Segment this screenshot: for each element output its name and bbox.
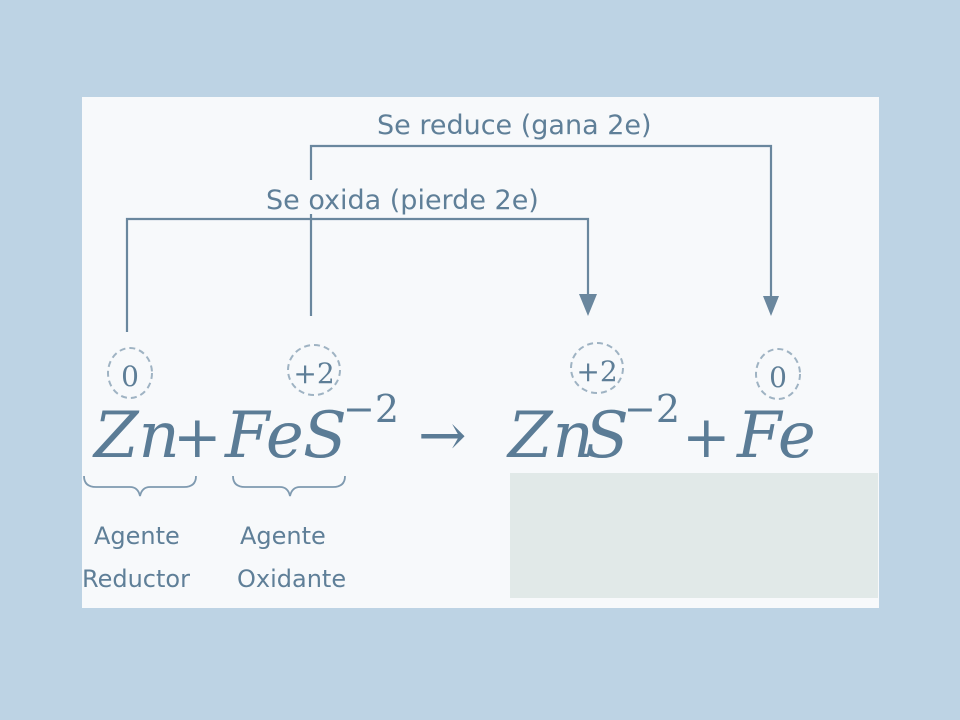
blank-patch — [510, 473, 878, 598]
oxidation-state-fe-left: +2 — [293, 357, 334, 390]
oxidize-connector — [125, 217, 590, 332]
equation-fe-right: Fe — [736, 399, 816, 473]
oxidante-label-line2: Oxidante — [237, 565, 346, 593]
equation-zns-charge: −2 — [624, 387, 680, 431]
equation-fes-charge: −2 — [343, 387, 399, 431]
oxidation-circle-zn-left — [107, 347, 153, 399]
equation-arrow: → — [418, 401, 467, 469]
oxidation-state-fe-right: 0 — [769, 361, 787, 394]
equation-plus-1: + — [173, 403, 222, 471]
oxidation-state-zn-left: 0 — [121, 360, 139, 393]
reductor-label-line1: Agente — [94, 522, 180, 550]
equation-plus-2: + — [682, 403, 731, 471]
equation-fes-fe: Fe — [224, 399, 304, 473]
reductor-label-line2: Reductor — [82, 565, 190, 593]
oxidante-label-line1: Agente — [240, 522, 326, 550]
oxidation-circle-fe-right — [755, 348, 801, 400]
oxidation-circle-zn-right — [570, 342, 624, 394]
equation-zn-left: Zn — [92, 399, 180, 473]
equation-zns-s: S — [585, 399, 629, 473]
equation-zns-zn: Zn — [506, 399, 594, 473]
oxidation-circle-fe-left — [287, 344, 341, 396]
reductor-brace — [83, 475, 197, 497]
reduce-connector — [309, 144, 773, 316]
oxidation-state-zn-right: +2 — [576, 355, 617, 388]
oxidize-arrowhead — [579, 294, 597, 316]
oxidize-label: Se oxida (pierde 2e) — [266, 185, 539, 216]
oxidante-brace — [232, 475, 346, 497]
reduce-label: Se reduce (gana 2e) — [377, 110, 652, 141]
reduce-arrowhead — [763, 296, 779, 316]
equation-fes-s: S — [303, 399, 347, 473]
